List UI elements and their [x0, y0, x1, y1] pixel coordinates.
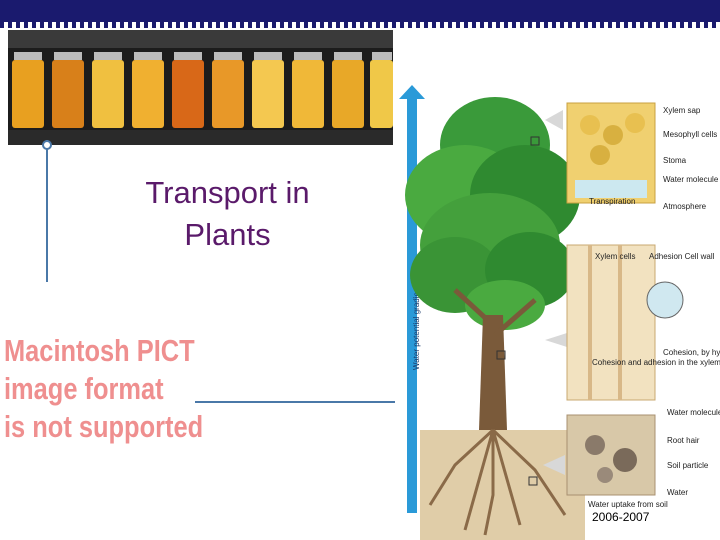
- placeholder-line-3: is not supported: [4, 409, 204, 444]
- label-water-molecule-top: Water molecule: [663, 175, 719, 184]
- label-cohesion-hydrogen: Cohesion, by hydrogen bonding: [663, 348, 720, 357]
- label-water: Water: [667, 488, 688, 497]
- tree-water-transport-diagram: Water potential gradient: [395, 85, 720, 540]
- accent-vertical-line: [46, 140, 48, 282]
- label-water-molecule-bottom: Water molecule: [667, 408, 720, 417]
- label-water-uptake: Water uptake from soil: [588, 500, 668, 509]
- label-adhesion-cell-wall: Adhesion Cell wall: [649, 252, 715, 261]
- syrup-jars-photo: [8, 30, 393, 145]
- copyright-text: 2006-2007: [592, 510, 650, 524]
- unsupported-image-placeholder: Macintosh PICT image format is not suppo…: [4, 332, 204, 446]
- label-root-hair: Root hair: [667, 436, 700, 445]
- label-cohesion-adhesion: Cohesion and adhesion in the xylem: [592, 358, 720, 367]
- gradient-label: Water potential gradient: [412, 285, 421, 370]
- top-band-pattern: [0, 22, 720, 28]
- placeholder-line-2: image format: [4, 371, 164, 406]
- label-stoma: Stoma: [663, 156, 687, 165]
- placeholder-line-1: Macintosh PICT: [4, 333, 195, 368]
- label-mesophyll-cells: Mesophyll cells: [663, 130, 717, 139]
- accent-horizontal-line: [195, 401, 395, 403]
- label-atmosphere: Atmosphere: [663, 202, 707, 211]
- accent-circle: [42, 140, 52, 150]
- top-band: [0, 0, 720, 22]
- label-soil-particle: Soil particle: [667, 461, 709, 470]
- label-xylem-cells: Xylem cells: [595, 252, 635, 261]
- label-transpiration: Transpiration: [589, 197, 635, 206]
- label-xylem-sap: Xylem sap: [663, 106, 701, 115]
- slide-title: Transport in Plants: [145, 175, 310, 252]
